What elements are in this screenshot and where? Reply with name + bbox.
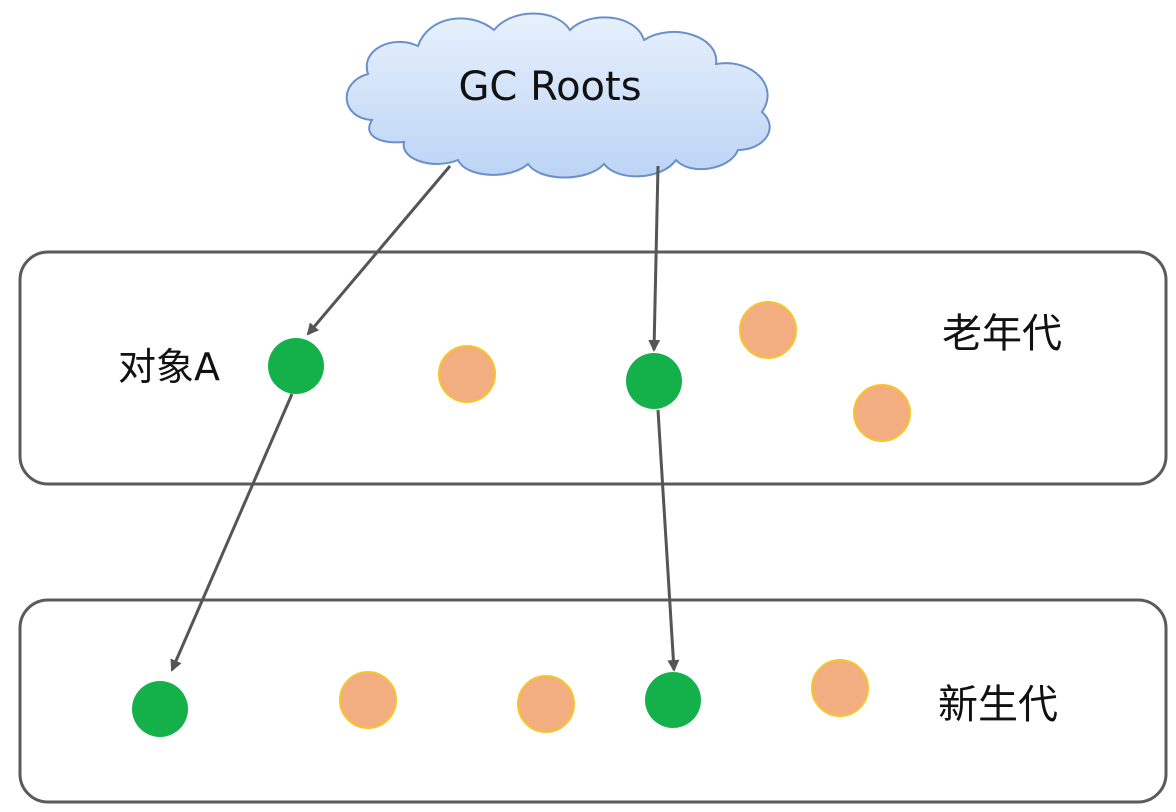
arrow-old-object-to-young-object bbox=[656, 409, 680, 672]
unreachable-object bbox=[811, 659, 869, 717]
unreachable-object bbox=[517, 675, 575, 733]
unreachable-object bbox=[438, 345, 496, 403]
reachable-object bbox=[626, 353, 682, 409]
gc-roots-cloud: GC Roots bbox=[345, 12, 771, 179]
cloud-icon bbox=[345, 12, 771, 179]
reachable-object-a bbox=[268, 338, 324, 394]
unreachable-object bbox=[339, 671, 397, 729]
young-generation-label: 新生代 bbox=[938, 682, 1058, 728]
unreachable-object bbox=[853, 384, 911, 442]
young-generation-region bbox=[18, 598, 1168, 804]
reachable-object bbox=[132, 681, 188, 737]
unreachable-object bbox=[739, 301, 797, 359]
gc-roots-label: GC Roots bbox=[458, 64, 641, 110]
arrow-root-to-old-object bbox=[648, 165, 661, 352]
old-generation-label: 老年代 bbox=[942, 311, 1062, 357]
reachable-object bbox=[645, 672, 701, 728]
object-a-label: 对象A bbox=[118, 345, 220, 389]
arrow-root-to-object-a bbox=[306, 165, 452, 336]
arrow-object-a-to-young-object bbox=[170, 393, 294, 672]
